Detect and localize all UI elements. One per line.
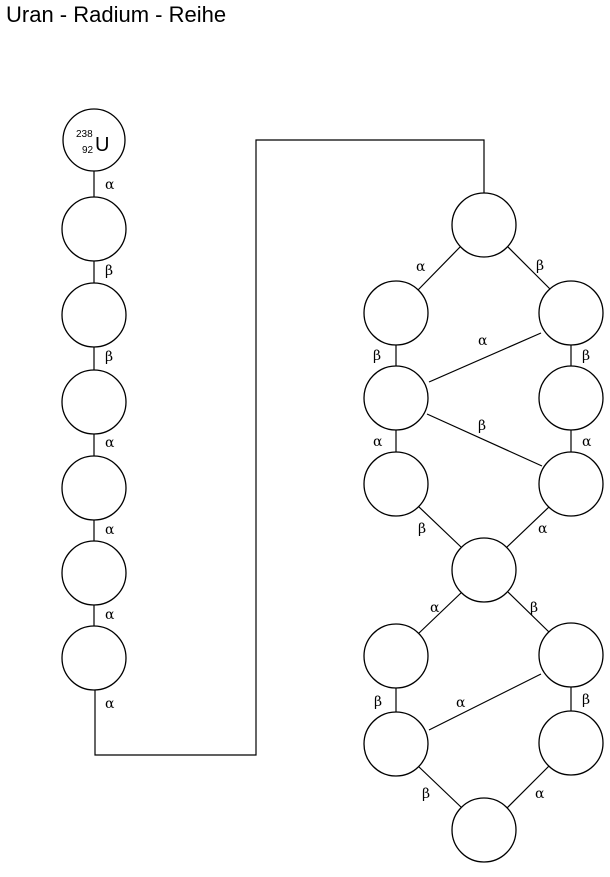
transition-label: α xyxy=(582,434,592,450)
transition-label: β xyxy=(105,349,113,365)
element-symbol: U xyxy=(95,134,109,156)
page-title: Uran - Radium - Reihe xyxy=(6,2,227,27)
transition-label: α xyxy=(105,435,115,451)
nucleus-circle xyxy=(61,369,127,435)
transition-label: β xyxy=(105,263,113,279)
transition-label: α xyxy=(538,521,548,537)
transition-label: β xyxy=(478,418,486,434)
nucleus-circle xyxy=(363,623,429,689)
transition-label: β xyxy=(418,521,426,537)
transition-label: α xyxy=(105,177,115,193)
nucleus-circle xyxy=(538,710,604,776)
left-chain-nodes xyxy=(61,108,127,691)
nucleus-circle xyxy=(363,451,429,517)
chain-connector xyxy=(94,139,485,756)
nucleus-circle xyxy=(538,280,604,346)
lower-diamond-lines xyxy=(395,591,572,809)
nucleus-circle xyxy=(61,196,127,262)
transition-label: α xyxy=(416,259,426,275)
nucleus-circle xyxy=(363,365,429,431)
lower-diamond-labels: α β β α β β α xyxy=(374,600,590,802)
nucleus-circle xyxy=(451,537,517,603)
nucleus-circle xyxy=(61,540,127,606)
transition-label: α xyxy=(105,696,115,712)
atomic-number: 92 xyxy=(82,145,94,156)
nucleus-circle xyxy=(451,797,517,863)
transition-label: β xyxy=(582,692,590,708)
upper-diamond-lines xyxy=(395,245,572,548)
uranium-nuclide-label: 238 92 U xyxy=(76,129,109,156)
nucleus-circle xyxy=(538,622,604,688)
nucleus-circle xyxy=(61,282,127,348)
nucleus-circle xyxy=(538,451,604,517)
transition-label: α xyxy=(105,607,115,623)
transition-label: α xyxy=(430,600,440,616)
transition-label: β xyxy=(422,786,430,802)
right-diagram-nodes xyxy=(363,192,604,863)
transition-label: β xyxy=(536,258,544,274)
nucleus-circle-uranium xyxy=(62,108,126,172)
nucleus-circle xyxy=(61,455,127,521)
nucleus-circle xyxy=(363,280,429,346)
transition-label: α xyxy=(478,333,488,349)
upper-diamond-labels: α β α β β β α α β α xyxy=(373,258,592,537)
transition-label: β xyxy=(374,694,382,710)
transition-label: α xyxy=(535,786,545,802)
nucleus-circle xyxy=(61,625,127,691)
transition-label: α xyxy=(456,695,466,711)
mass-number: 238 xyxy=(76,129,93,140)
transition-label: α xyxy=(105,522,115,538)
nucleus-circle xyxy=(538,365,604,431)
nucleus-circle xyxy=(363,711,429,777)
transition-label: β xyxy=(582,348,590,364)
left-chain-labels: α β β α α α α xyxy=(105,177,115,712)
nucleus-circle xyxy=(451,192,517,258)
transition-label: β xyxy=(530,600,538,616)
transition-label: β xyxy=(373,348,381,364)
transition-label: α xyxy=(373,434,383,450)
